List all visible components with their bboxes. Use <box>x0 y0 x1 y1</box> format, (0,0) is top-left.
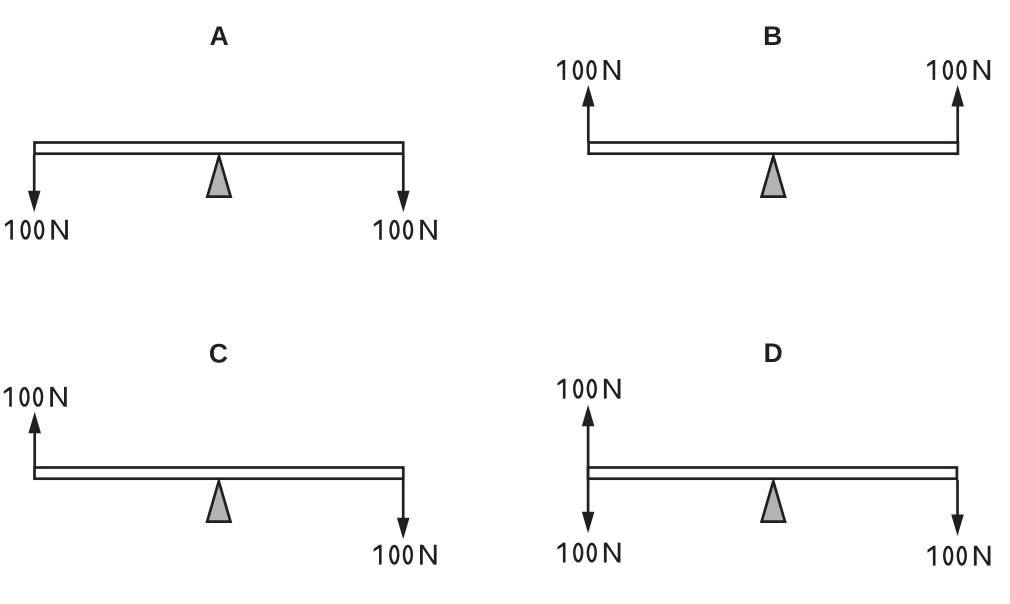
svg-text:C: C <box>209 338 228 368</box>
svg-text:B: B <box>763 21 782 51</box>
svg-text:A: A <box>210 21 229 51</box>
svg-text:D: D <box>764 338 783 368</box>
